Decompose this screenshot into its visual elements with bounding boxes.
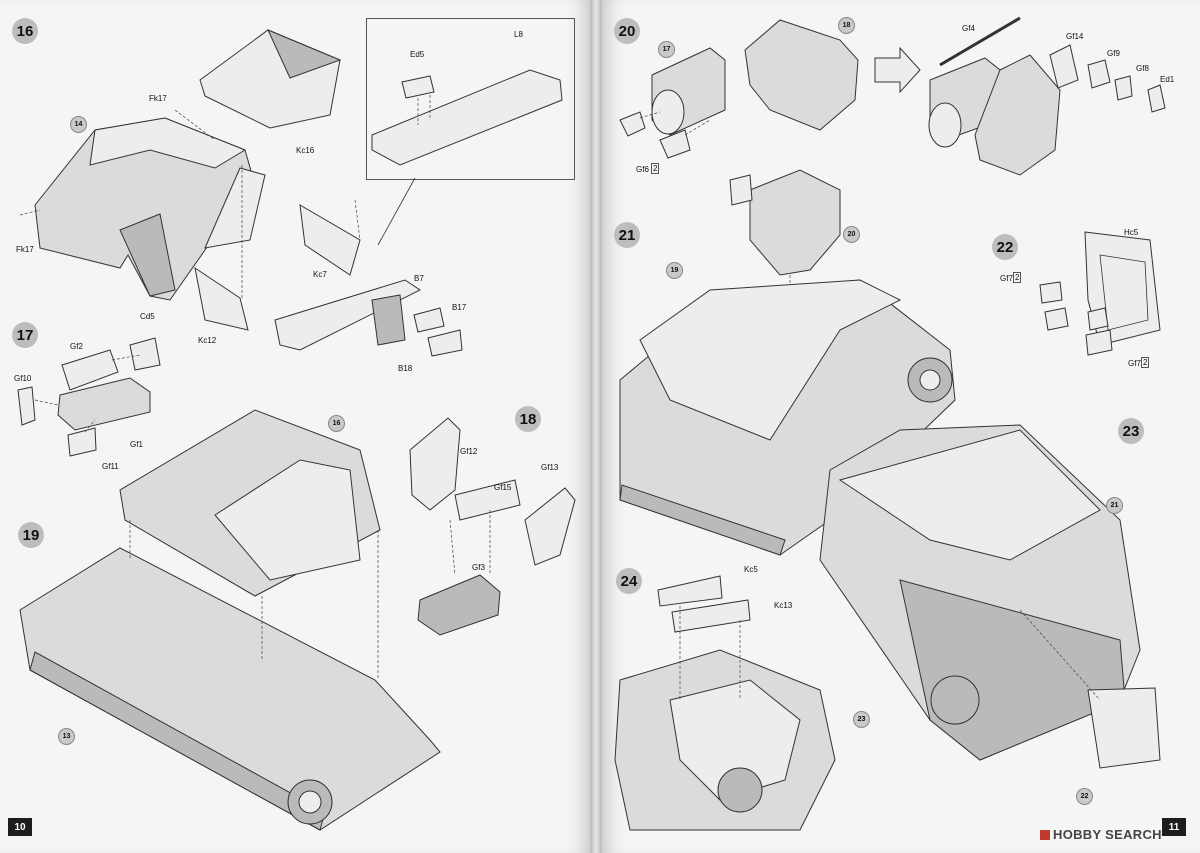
- label-b7: B7: [414, 274, 424, 283]
- ref-17: 17: [658, 41, 675, 58]
- page-number-right: 11: [1162, 818, 1186, 836]
- label-kc16: Kc16: [296, 146, 315, 155]
- label-gf12: Gf12: [460, 447, 478, 456]
- label-gf9: Gf9: [1107, 49, 1120, 58]
- mount-18: [744, 19, 859, 131]
- parts-gf7: [1039, 281, 1113, 356]
- part-gf15: [454, 479, 521, 521]
- label-kc5: Kc5: [744, 565, 758, 574]
- inset-bracket-l8: [371, 69, 563, 166]
- step-23-badge: 23: [1118, 418, 1144, 444]
- step-19-badge: 19: [18, 522, 44, 548]
- part-gf2: [61, 349, 119, 391]
- ref-23: 23: [853, 711, 870, 728]
- label-kc13: Kc13: [774, 601, 793, 610]
- label-l8: L8: [514, 30, 523, 39]
- ref-22: 22: [1076, 788, 1093, 805]
- mount-20: [749, 169, 841, 276]
- label-b18: B18: [398, 364, 413, 373]
- label-gf3: Gf3: [472, 563, 485, 572]
- label-gf10: Gf10: [14, 374, 32, 383]
- label-gf7-top-count: 2: [1013, 272, 1022, 283]
- label-gf2: Gf2: [70, 342, 83, 351]
- plate-22: [1087, 687, 1161, 769]
- part-kc16: [199, 29, 341, 129]
- part-gf10: [17, 386, 36, 426]
- part-kc5: [657, 575, 723, 607]
- part-kc7: [299, 204, 361, 276]
- label-gf7-bottom-count: 2: [1141, 357, 1150, 368]
- label-hc5: Hc5: [1124, 228, 1139, 237]
- part-gf13: [524, 487, 576, 566]
- label-gf15: Gf15: [494, 483, 512, 492]
- label-gf6-count: 2: [651, 163, 660, 174]
- part-gf12: [409, 417, 461, 511]
- label-gf7-bottom: Gf7: [1128, 359, 1141, 368]
- step-18-badge: 18: [515, 406, 541, 432]
- hobby-search-watermark: HOBBY SEARCH: [1040, 827, 1162, 842]
- ref-20: 20: [843, 226, 860, 243]
- label-fk17-top: Fk17: [149, 94, 167, 103]
- ref-19: 19: [666, 262, 683, 279]
- parts-gf14-gf9-gf8-ed1: [1049, 44, 1166, 113]
- label-gf7-top: Gf7: [1000, 274, 1013, 283]
- step-20-arrow: [874, 46, 921, 94]
- label-fk17-left: Fk17: [16, 245, 34, 254]
- ref-21: 21: [1106, 497, 1123, 514]
- step-16-badge: 16: [12, 18, 38, 44]
- part-b17: [413, 307, 445, 333]
- part-kc12: [194, 266, 249, 331]
- label-gf14: Gf14: [1066, 32, 1084, 41]
- label-gf11: Gf11: [102, 462, 119, 471]
- parts-gf6: [619, 111, 691, 159]
- part-gf3: [417, 574, 501, 636]
- label-b17: B17: [452, 303, 467, 312]
- hobby-search-logo-icon: [1040, 830, 1050, 840]
- label-gf8: Gf8: [1136, 64, 1149, 73]
- label-ed1: Ed1: [1160, 75, 1175, 84]
- book-gutter: [590, 0, 602, 853]
- inset-part-ed5: [401, 75, 435, 99]
- part-b18: [427, 329, 463, 357]
- step-17-badge: 17: [12, 322, 38, 348]
- label-kc12: Kc12: [198, 336, 217, 345]
- ref-18: 18: [838, 17, 855, 34]
- label-kc7: Kc7: [313, 270, 327, 279]
- step-22-badge: 22: [992, 234, 1018, 260]
- part-cd5: [129, 337, 161, 371]
- label-gf13: Gf13: [541, 463, 559, 472]
- label-ed5: Ed5: [410, 50, 425, 59]
- label-gf1: Gf1: [130, 440, 143, 449]
- step-16-inset-frame: [366, 18, 575, 180]
- label-gf4: Gf4: [962, 24, 975, 33]
- ref-13: 13: [58, 728, 75, 745]
- page-number-left: 10: [8, 818, 32, 836]
- step-21-badge: 21: [614, 222, 640, 248]
- label-cd5: Cd5: [140, 312, 155, 321]
- step-20-badge: 20: [614, 18, 640, 44]
- label-gf6: Gf6: [636, 165, 649, 174]
- part-gf11: [67, 427, 97, 457]
- ref-16: 16: [328, 415, 345, 432]
- step-16-drawing: [17, 29, 576, 831]
- part-gf1: [57, 377, 151, 431]
- right-page-drawings: [614, 16, 1166, 831]
- part-kc13: [671, 599, 751, 633]
- ref-14: 14: [70, 116, 87, 133]
- step-24-badge: 24: [616, 568, 642, 594]
